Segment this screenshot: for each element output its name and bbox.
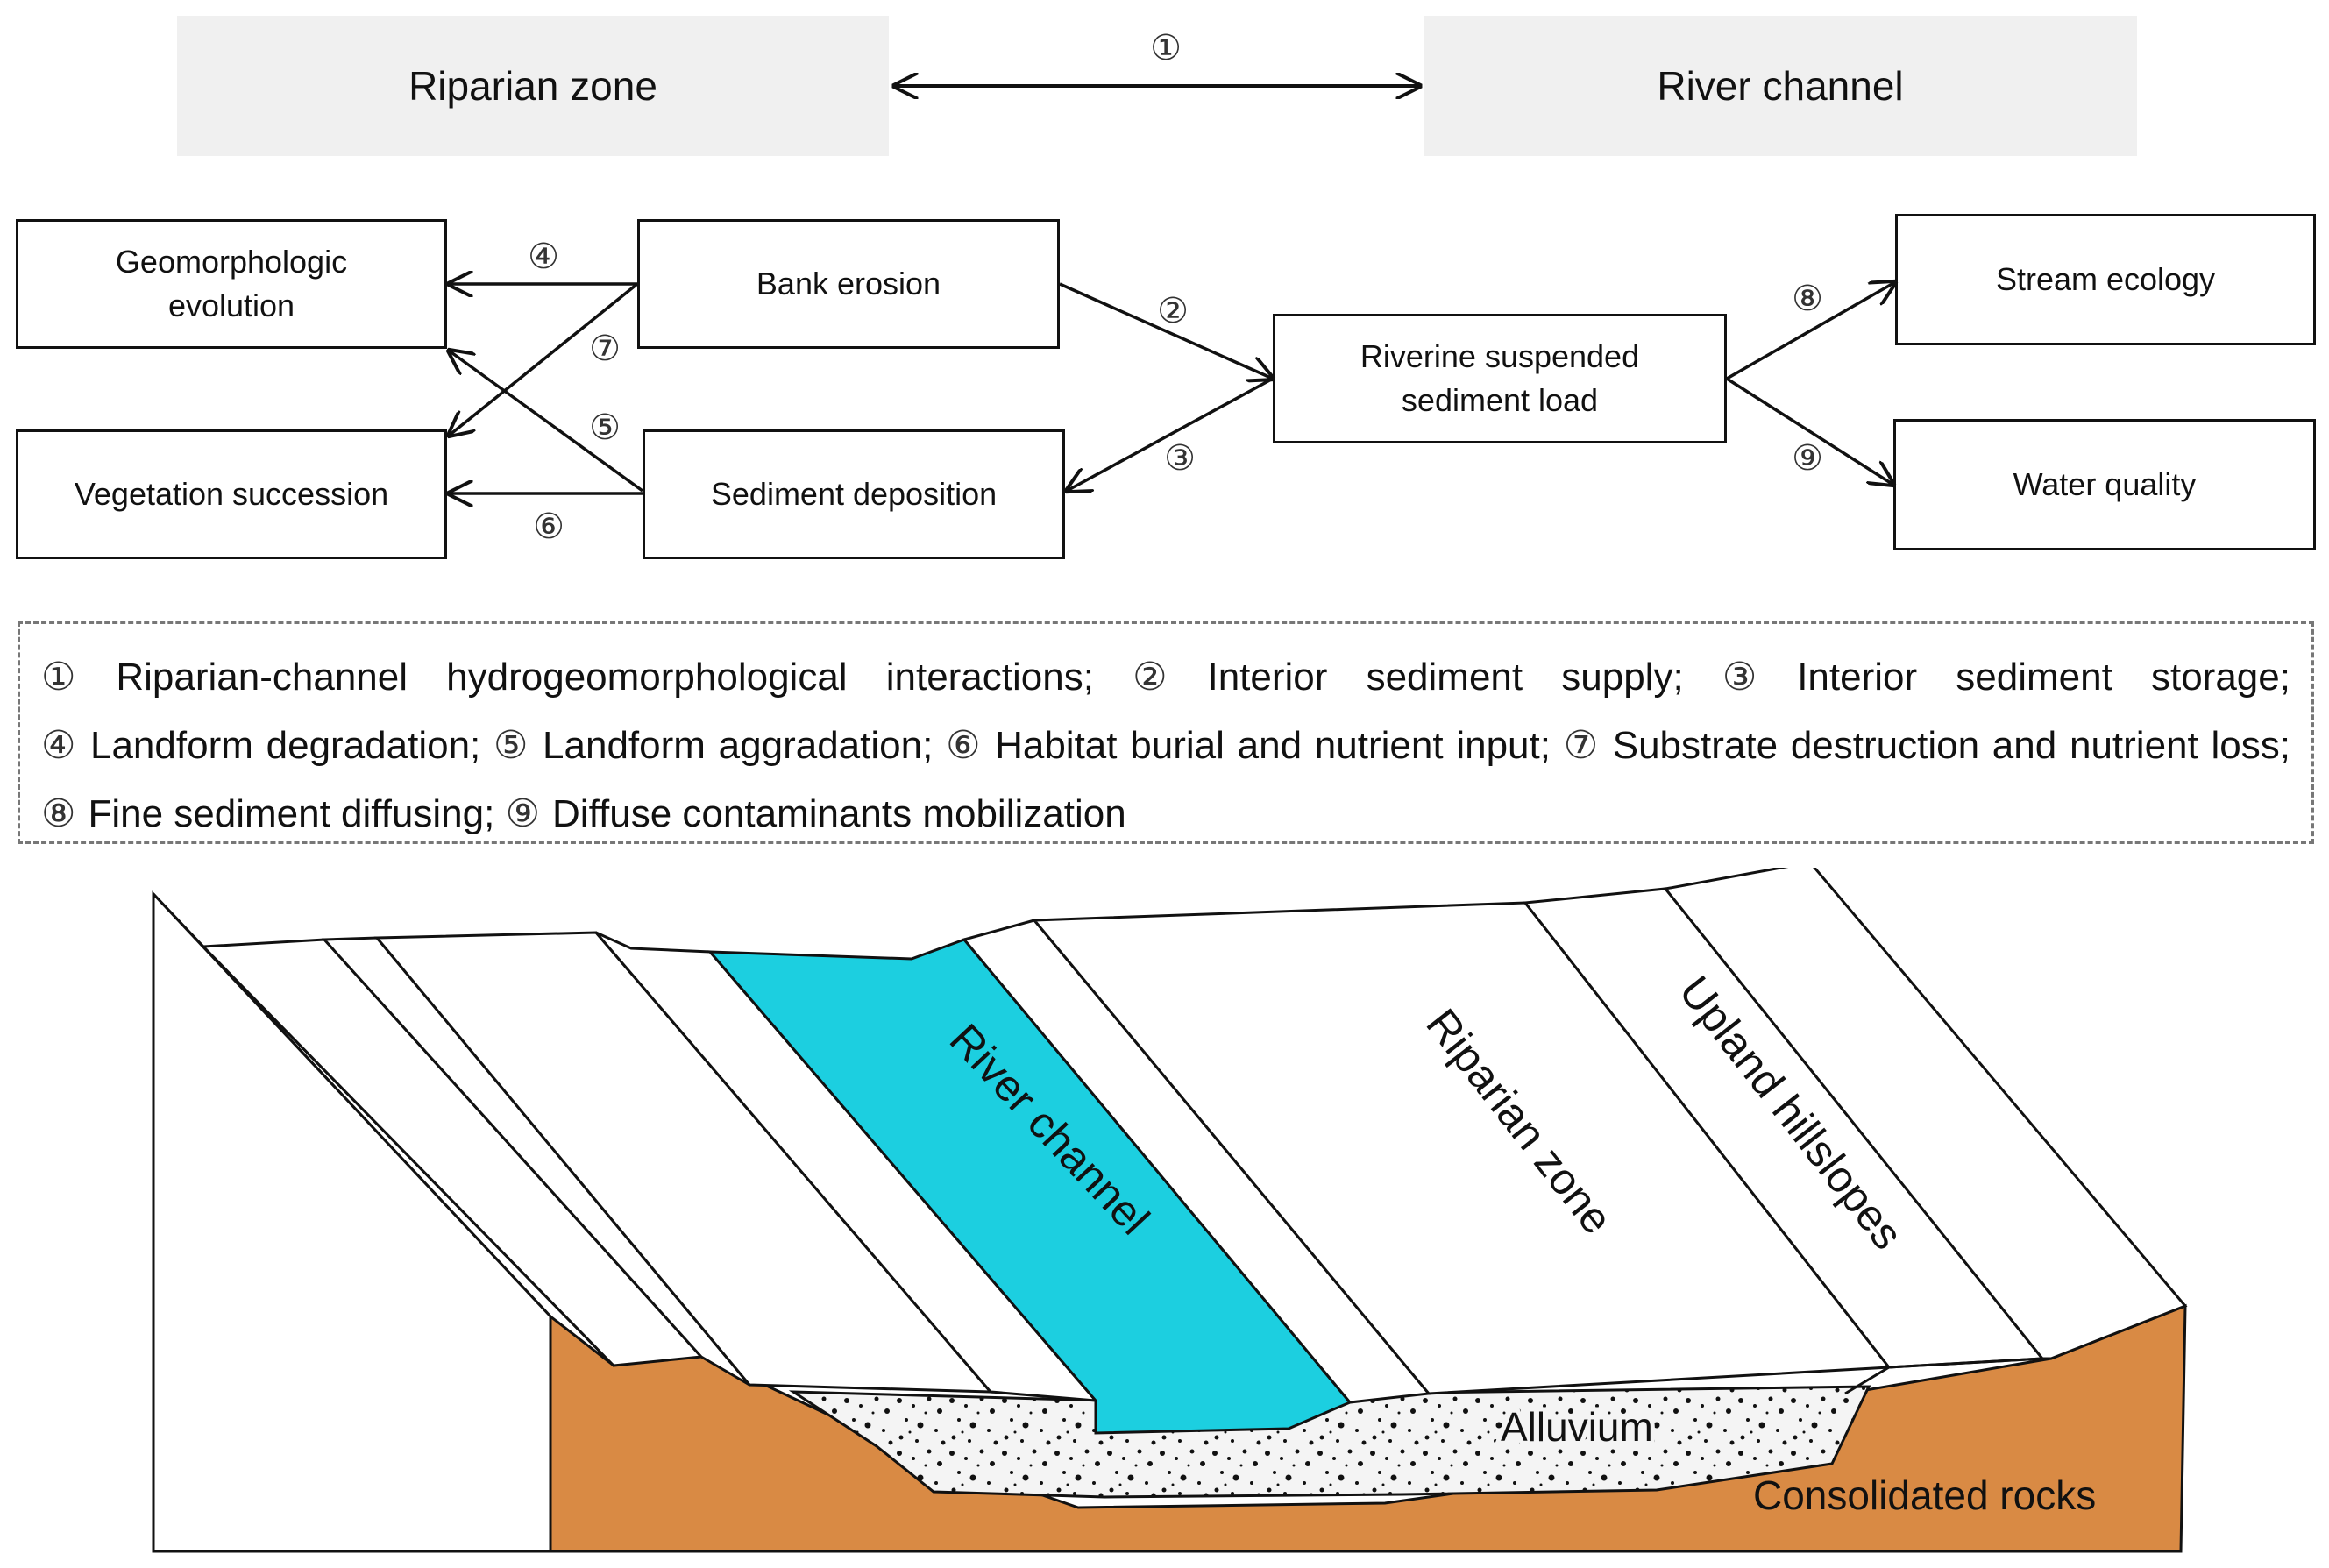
legend-item-text: Landform degradation; bbox=[89, 724, 481, 767]
legend-item-number: ③ bbox=[1722, 655, 1786, 699]
legend-item: ⑤ Landform aggradation; bbox=[493, 723, 934, 768]
vegetation-succession-box: Vegetation succession bbox=[16, 429, 447, 559]
legend-item-text: Riparian-channel hydrogeomorphological i… bbox=[116, 656, 1094, 699]
water-quality-box: Water quality bbox=[1893, 419, 2316, 550]
legend-box: ① Riparian-channel hydrogeomorphological … bbox=[18, 621, 2314, 844]
bank-erosion-box: Bank erosion bbox=[637, 219, 1060, 349]
arrow-diffusing bbox=[1726, 282, 1895, 380]
number-4: ④ bbox=[528, 237, 559, 277]
number-9: ⑨ bbox=[1792, 438, 1823, 479]
stream-ecology-box: Stream ecology bbox=[1895, 214, 2316, 345]
river-block-diagram: River channel Riparian zone Upland hills… bbox=[152, 868, 2188, 1553]
legend-item: ⑥ Habitat burial and nutrient input; bbox=[946, 723, 1551, 768]
legend-item: ⑧ Fine sediment diffusing; bbox=[41, 791, 495, 836]
legend-item-number: ① bbox=[41, 655, 104, 699]
riparian-zone-label: Riparian zone bbox=[408, 63, 657, 109]
geomorphologic-evolution-box: Geomorphologic evolution bbox=[16, 219, 447, 349]
riparian-zone-band: Riparian zone bbox=[177, 16, 889, 156]
legend-item-text: Habitat burial and nutrient input; bbox=[995, 724, 1551, 767]
river-channel-label: River channel bbox=[1657, 63, 1904, 109]
legend-item: ③ Interior sediment storage; bbox=[1722, 655, 2290, 699]
legend-item-text: Substrate destruction and nutrient loss; bbox=[1612, 724, 2290, 767]
legend-item: ⑨ Diffuse contaminants mobilization bbox=[505, 791, 1126, 836]
arrow-storage bbox=[1067, 377, 1274, 491]
river-channel-band: River channel bbox=[1424, 16, 2137, 156]
legend-item-text: Interior sediment storage; bbox=[1797, 656, 2290, 699]
consolidated-rocks-label: Consolidated rocks bbox=[1753, 1472, 2096, 1518]
legend-item: ④ Landform degradation; bbox=[41, 723, 481, 768]
legend-item-number: ⑤ bbox=[493, 723, 531, 768]
river-channel-surface bbox=[707, 938, 1353, 1435]
number-3: ③ bbox=[1164, 438, 1196, 479]
legend-item-number: ⑦ bbox=[1563, 723, 1601, 768]
legend-item-number: ⑥ bbox=[946, 723, 983, 768]
number-6: ⑥ bbox=[533, 507, 564, 547]
legend-item: ⑦ Substrate destruction and nutrient loss… bbox=[1563, 723, 2290, 768]
number-5: ⑤ bbox=[589, 408, 621, 448]
arrow-aggradation bbox=[449, 351, 644, 493]
flow-arrows bbox=[0, 0, 2329, 614]
arrow-supply bbox=[1059, 282, 1273, 379]
number-1: ① bbox=[1150, 28, 1182, 68]
legend-item-text: Interior sediment supply; bbox=[1207, 656, 1684, 699]
number-2: ② bbox=[1157, 291, 1189, 331]
alluvium-label: Alluvium bbox=[1501, 1404, 1653, 1450]
legend-item-text: Landform aggradation; bbox=[543, 724, 934, 767]
legend-item-number: ⑧ bbox=[41, 791, 76, 836]
arrow-bank-to-vegetation bbox=[449, 282, 639, 436]
legend-item-number: ⑨ bbox=[505, 791, 541, 836]
number-7: ⑦ bbox=[589, 329, 621, 369]
arrow-contaminants bbox=[1726, 377, 1893, 485]
riverine-sediment-load-box: Riverine suspended sediment load bbox=[1273, 314, 1727, 443]
legend-item-text: Fine sediment diffusing; bbox=[88, 792, 495, 835]
legend-item: ① Riparian-channel hydrogeomorphological … bbox=[41, 655, 1094, 699]
legend-item-text: Diffuse contaminants mobilization bbox=[552, 792, 1126, 835]
sediment-deposition-box: Sediment deposition bbox=[643, 429, 1065, 559]
number-8: ⑧ bbox=[1792, 279, 1823, 319]
legend-item-number: ② bbox=[1133, 655, 1196, 699]
legend-item-number: ④ bbox=[41, 723, 78, 768]
legend-item: ② Interior sediment supply; bbox=[1133, 655, 1684, 699]
